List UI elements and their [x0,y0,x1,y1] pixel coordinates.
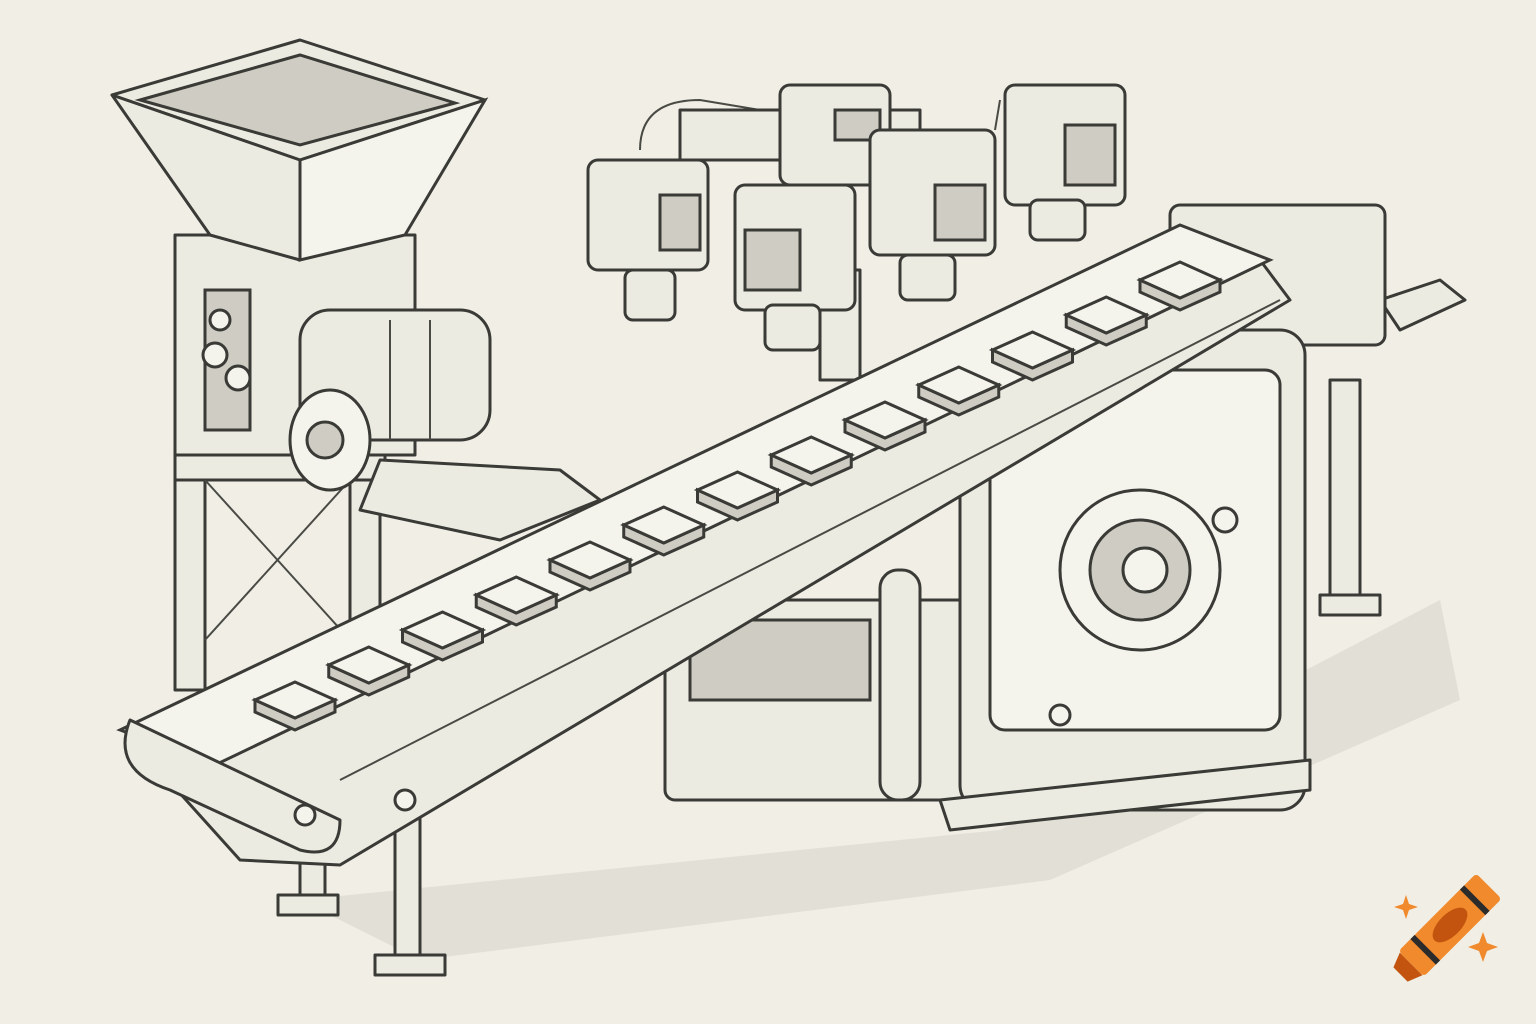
hopper [110,38,489,262]
camera-4 [868,128,997,302]
vision-cameras [586,83,1127,382]
product-block [251,680,339,720]
logo [1393,875,1500,982]
sparkle-icon [1394,895,1418,919]
product-block [1136,260,1224,300]
product-block [472,575,560,615]
product-block [841,400,929,440]
camera-1 [586,158,710,322]
product-block [620,505,708,545]
processing-machine [663,203,1467,832]
camera-5 [1003,83,1127,242]
conveyor [116,223,1292,977]
product-block [325,645,413,685]
camera-3 [733,183,857,352]
product-block [546,540,634,580]
extruder-motor [288,308,602,542]
sparkle-icon [1468,932,1498,962]
product-block [988,330,1077,370]
product-blocks [251,260,1224,732]
product-block [1062,295,1150,335]
product-block [398,610,487,650]
crayon-icon [1393,875,1500,982]
product-block [693,470,782,510]
product-block [915,365,1003,405]
product-block [767,435,855,475]
